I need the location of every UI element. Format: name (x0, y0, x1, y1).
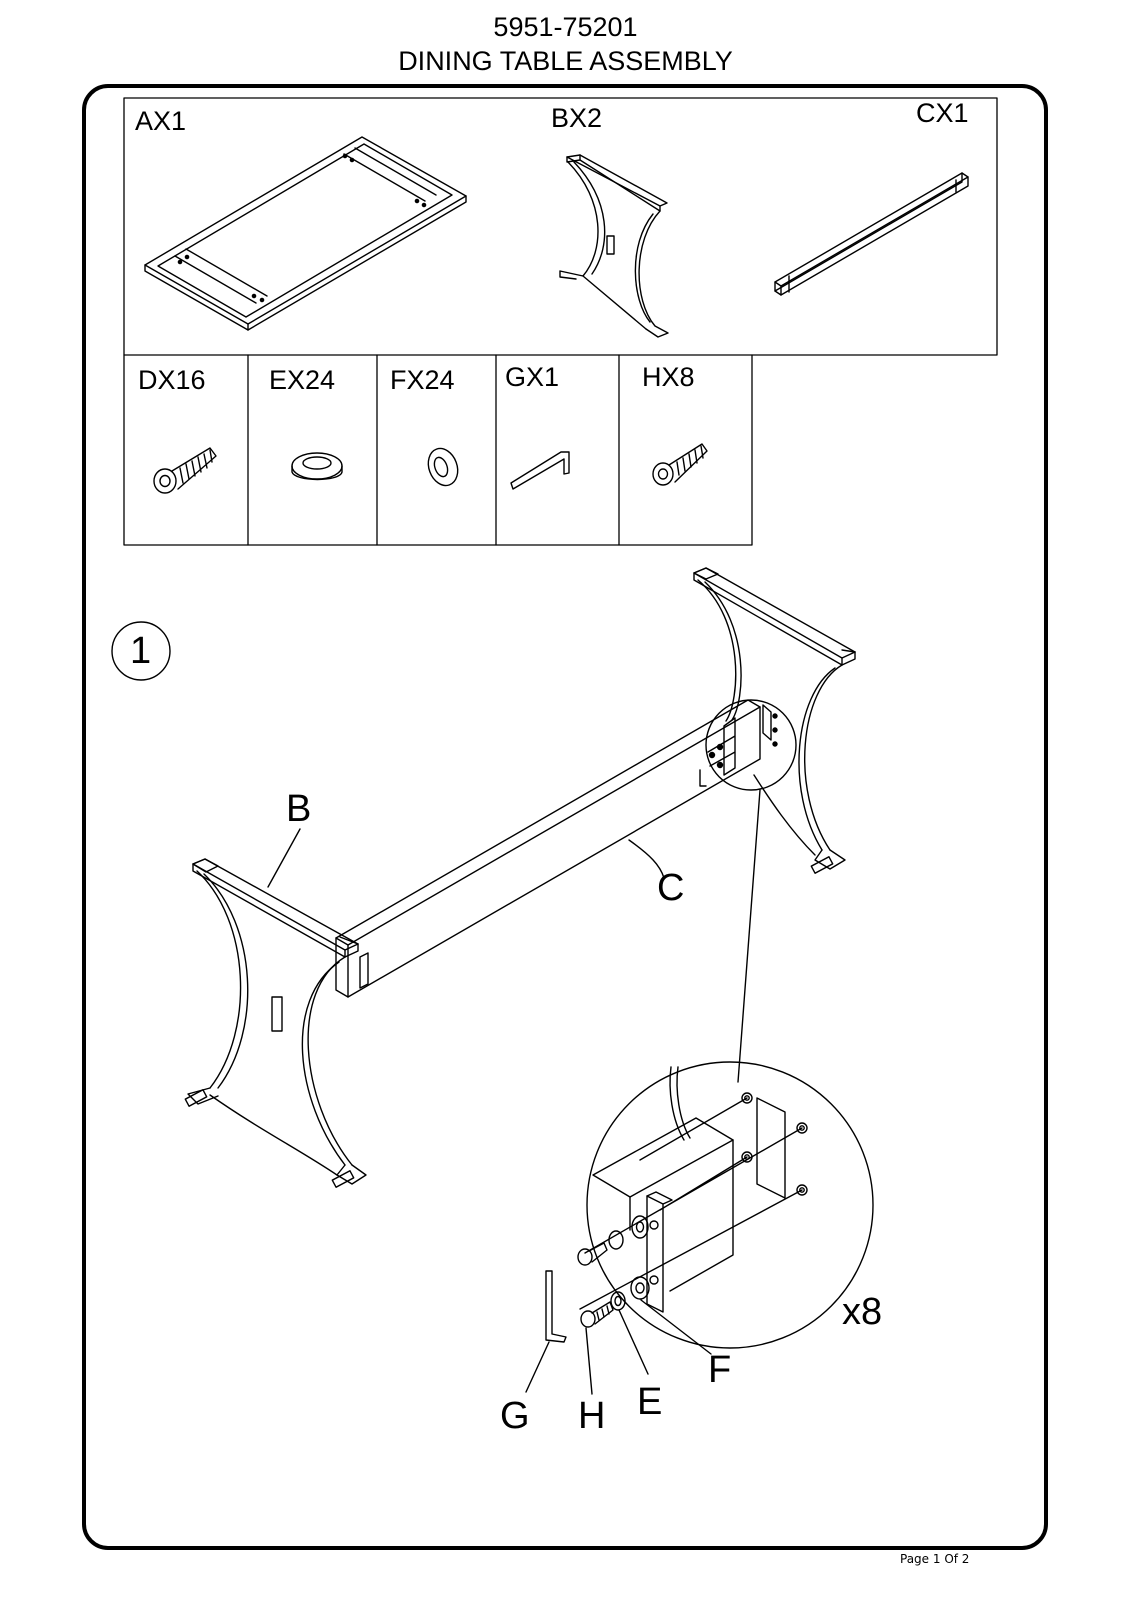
part-label-ax1: AX1 (135, 106, 187, 136)
part-label-gx1: GX1 (505, 362, 560, 392)
table-top-drawing (144, 136, 467, 331)
detail-leader-line (737, 789, 761, 1083)
callout-e: E (637, 1381, 663, 1423)
part-label-dx16: DX16 (138, 365, 206, 395)
stretcher-main (335, 699, 761, 998)
detail-circle-small (705, 699, 797, 791)
callout-g: G (500, 1395, 530, 1437)
right-leg-frame (693, 567, 856, 874)
part-label-hx8: HX8 (642, 362, 695, 392)
allen-key-drawing (510, 451, 570, 490)
document-title: DINING TABLE ASSEMBLY (398, 46, 733, 76)
left-leg-frame (184, 858, 367, 1188)
part-label-ex24: EX24 (269, 365, 336, 395)
short-bolt-drawing (652, 443, 708, 486)
step-number: 1 (130, 630, 152, 672)
callout-h: H (578, 1395, 606, 1437)
parts-grid (123, 97, 998, 546)
callout-c: C (657, 867, 685, 909)
bolt-drawing (153, 447, 217, 494)
leg-frame-drawing (559, 154, 669, 338)
stretcher-drawing (774, 172, 969, 296)
step-number-circle (111, 621, 171, 681)
part-label-fx24: FX24 (390, 365, 455, 395)
part-label-cx1: CX1 (916, 98, 969, 128)
detail-circle-large (577, 1061, 874, 1349)
instruction-frame (82, 84, 1048, 1550)
split-washer-drawing (291, 452, 343, 481)
quantity-label: x8 (842, 1291, 883, 1333)
part-number: 5951-75201 (493, 12, 638, 42)
exploded-hardware (525, 1270, 712, 1395)
part-label-bx2: BX2 (551, 103, 603, 133)
callout-b: B (286, 788, 312, 830)
page-number: Page 1 Of 2 (900, 1552, 970, 1566)
flat-washer-drawing (427, 447, 459, 487)
callout-f: F (708, 1349, 732, 1391)
